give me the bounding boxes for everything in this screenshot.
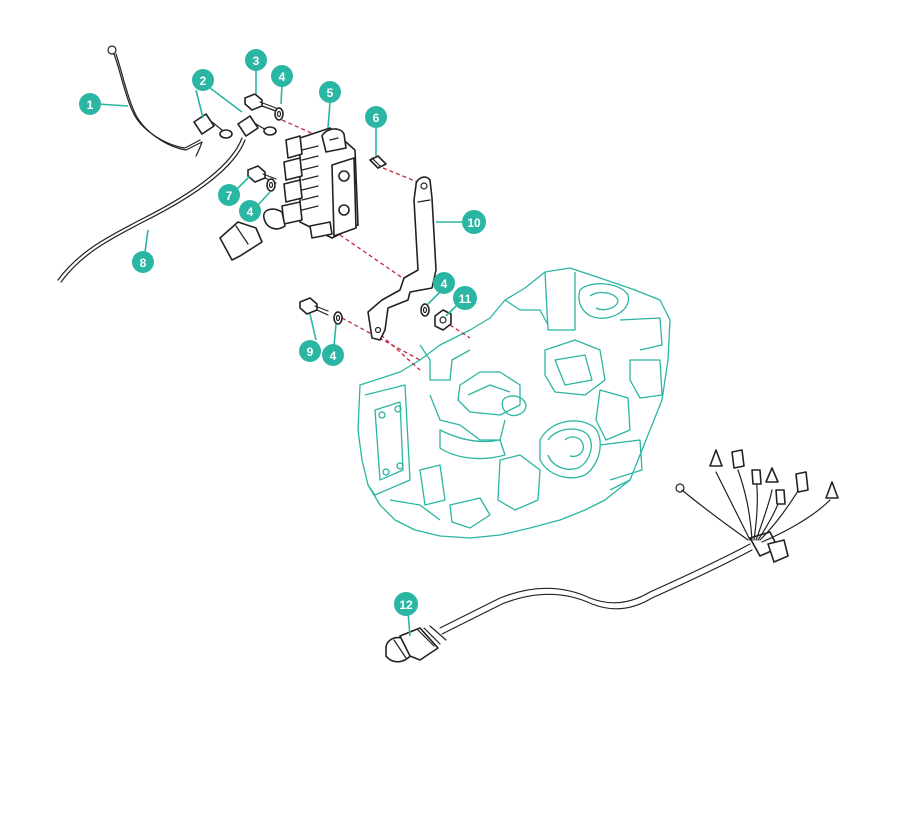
callout-12: 12	[394, 592, 418, 616]
callout-11: 11	[453, 286, 477, 310]
svg-text:7: 7	[226, 189, 233, 203]
washer-part-4c	[420, 303, 430, 317]
svg-text:4: 4	[247, 205, 254, 219]
washer-part-4a	[274, 107, 284, 121]
callout-9: 9	[299, 340, 321, 362]
svg-text:1: 1	[87, 98, 94, 112]
svg-text:5: 5	[327, 86, 334, 100]
washer-part-4b	[266, 178, 276, 192]
ground-wire-part-1	[107, 45, 203, 151]
svg-text:4: 4	[279, 70, 286, 84]
callout-10: 10	[462, 210, 486, 234]
callout-5: 5	[319, 81, 341, 103]
bolt-part-3	[244, 93, 277, 112]
svg-text:6: 6	[373, 111, 380, 125]
svg-text:3: 3	[253, 54, 260, 68]
bolt-part-7	[247, 165, 277, 184]
svg-text:8: 8	[140, 256, 147, 270]
bolt-part-9	[299, 297, 329, 316]
engine-block	[357, 267, 671, 539]
lead-wire-part-8	[57, 137, 246, 283]
callout-3: 3	[245, 49, 267, 71]
svg-text:4: 4	[330, 349, 337, 363]
rubber-boot	[219, 221, 263, 261]
svg-text:4: 4	[441, 277, 448, 291]
callout-8: 8	[132, 251, 154, 273]
svg-text:10: 10	[467, 216, 481, 230]
svg-text:11: 11	[459, 292, 472, 306]
callout-7: 7	[218, 184, 240, 206]
svg-text:2: 2	[200, 74, 207, 88]
callout-2: 2	[192, 69, 214, 91]
svg-text:9: 9	[307, 345, 314, 359]
callout-4a: 4	[271, 65, 293, 87]
plug-caps-part-2	[193, 113, 277, 139]
bracket-part-10	[367, 176, 437, 341]
pin-part-6	[369, 155, 387, 169]
svg-text:12: 12	[399, 598, 413, 612]
callout-4c: 4	[433, 272, 455, 294]
wire-harness-part-12	[385, 449, 839, 663]
ignition-coil-part-5	[262, 127, 359, 239]
callout-6: 6	[365, 106, 387, 128]
callout-1: 1	[79, 93, 101, 115]
callout-4d: 4	[322, 344, 344, 366]
leader-lines	[97, 69, 462, 637]
callout-4b: 4	[239, 200, 261, 222]
washer-part-4d	[333, 311, 343, 325]
